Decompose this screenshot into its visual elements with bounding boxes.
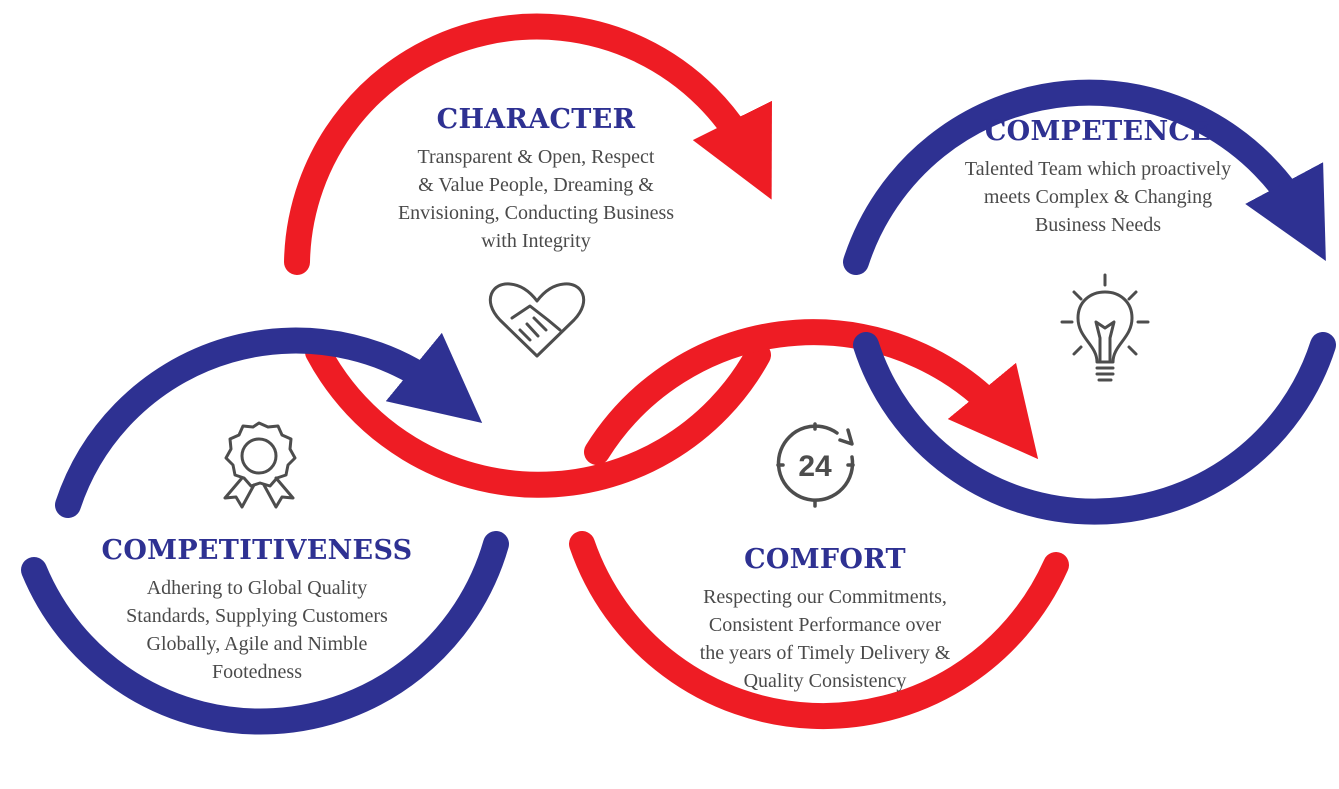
competitiveness-line: Footedness [212,661,302,683]
comfort-title: COMFORT [744,544,906,575]
competence-ring-upper-arrow [843,79,1326,275]
character-ring-lower-arc [305,339,771,498]
lightbulb-icon [1060,273,1150,382]
character-ring-upper-arrow [284,13,772,275]
competitiveness-block: COMPETITIVENESS Adhering to Global Quali… [92,535,422,686]
competitiveness-line: Globally, Agile and Nimble [146,633,368,655]
character-line: & Value People, Dreaming & [418,174,654,196]
competence-description: Talented Team which proactively meets Co… [915,155,1281,239]
character-line: with Integrity [481,230,591,252]
comfort-line: Consistent Performance over [708,614,942,636]
competence-line: Talented Team which proactively [964,158,1232,180]
competitiveness-description: Adhering to Global Quality Standards, Su… [92,574,422,686]
24-hour-clock-label: 24 [798,450,832,483]
comfort-line: Respecting our Commitments, [703,586,947,608]
24-hour-clock-icon: 24 [776,422,855,508]
character-line: Transparent & Open, Respect [417,146,655,168]
comfort-line: Quality Consistency [743,670,907,692]
competitiveness-ring-upper-arrow [55,327,483,518]
competitiveness-ring-lower-arc [21,531,509,735]
comfort-line: the years of Timely Delivery & [699,642,951,664]
competence-ring-lower-arc [853,332,1336,525]
comfort-ring-upper-arrow [584,319,1039,465]
competence-title: COMPETENCE [984,116,1212,147]
character-description: Transparent & Open, Respect & Value Peop… [352,143,720,255]
competence-line: meets Complex & Changing [983,186,1213,208]
competitiveness-line: Adhering to Global Quality [146,577,368,599]
comfort-ring-lower-arc [569,531,1069,730]
heart-handshake-icon [488,282,586,358]
award-rosette-icon [223,421,297,509]
competitiveness-title: COMPETITIVENESS [101,535,413,566]
character-line: Envisioning, Conducting Business [397,202,675,224]
comfort-description: Respecting our Commitments, Consistent P… [650,583,1000,695]
competence-line: Business Needs [1034,214,1162,236]
comfort-block: COMFORT Respecting our Commitments, Cons… [650,544,1000,695]
character-block: CHARACTER Transparent & Open, Respect & … [352,104,720,255]
competence-block: COMPETENCE Talented Team which proactive… [915,116,1281,239]
character-title: CHARACTER [436,104,636,135]
competitiveness-line: Standards, Supplying Customers [126,605,388,627]
